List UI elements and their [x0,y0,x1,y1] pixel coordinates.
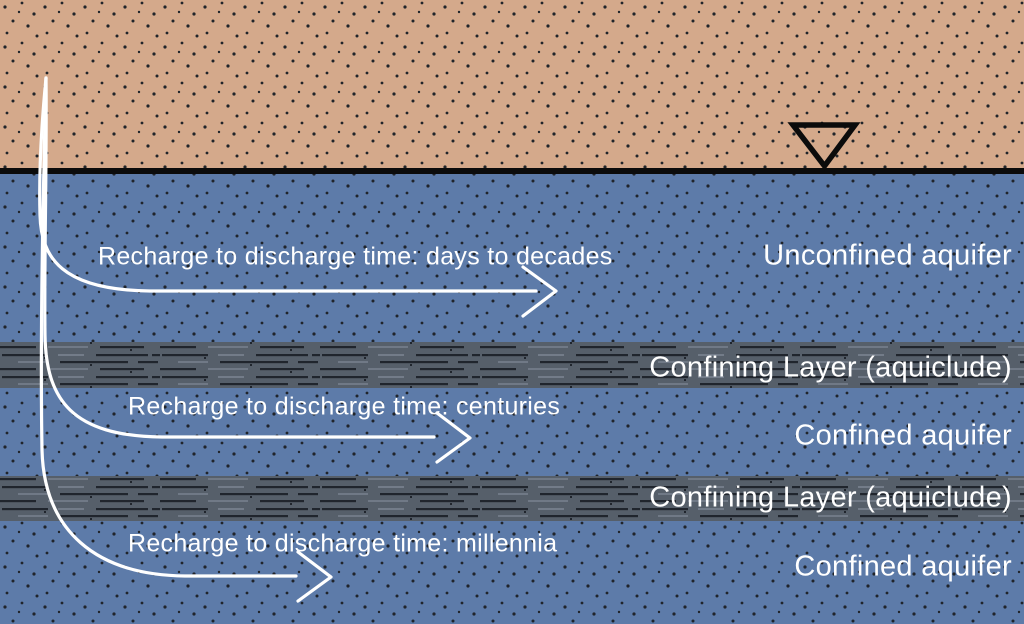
recharge-arrow-centuries [43,76,472,464]
layer-label-confining-1: Confining Layer (aquiclude) [649,351,1012,384]
layer-label-confined-aquifer-2: Confined aquifer [794,550,1012,583]
layer-confining-1 [0,342,1024,388]
flow-time-label-unconfined: Recharge to discharge time: days to deca… [98,242,613,271]
recharge-arrow-millennia [39,76,333,603]
flow-time-label-confined-2: Recharge to discharge time: millennia [128,529,558,558]
layer-label-unconfined-aquifer: Unconfined aquifer [763,239,1012,272]
layer-label-confined-aquifer-1: Confined aquifer [794,419,1012,452]
stipple-texture-middle [0,388,1024,476]
water-table-line [0,168,1024,174]
stipple-texture-lower [0,521,1024,624]
flow-time-label-confined-1: Recharge to discharge time: centuries [128,392,561,421]
water-table-triangle-icon [787,122,861,171]
layer-label-confining-2: Confining Layer (aquiclude) [649,481,1012,514]
layer-confining-2 [0,476,1024,521]
recharge-arrow-days [38,76,558,318]
